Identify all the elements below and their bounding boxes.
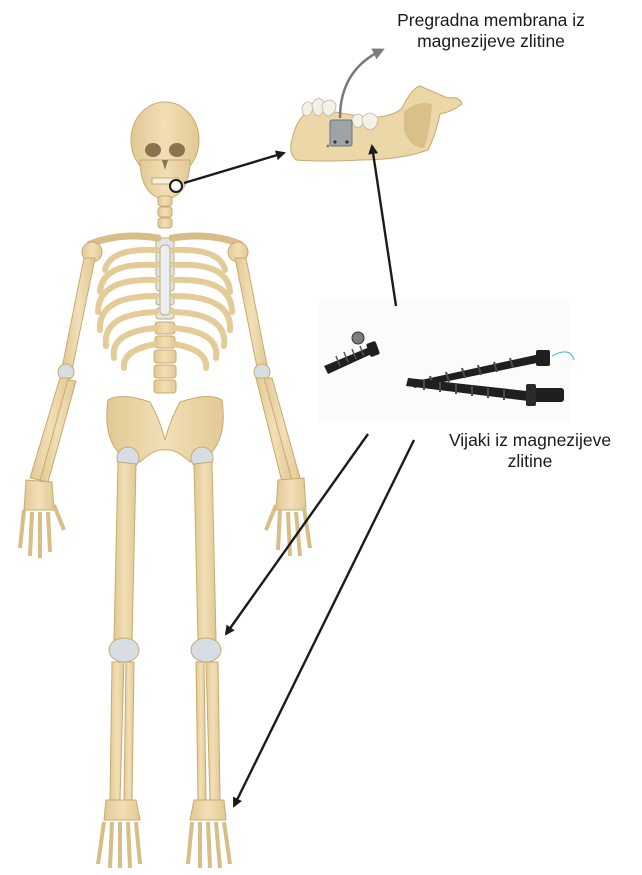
clavicle-right — [172, 236, 240, 244]
jaw-location-marker — [170, 180, 182, 192]
membrane-arrow — [340, 50, 382, 118]
arrow-skull-to-jaw — [184, 153, 284, 183]
screws-label-line1: Vijaki iz magnezijeve — [422, 430, 638, 451]
leg-left — [98, 462, 140, 868]
membrane-label-line1: Pregradna membrana iz — [360, 10, 622, 31]
arm-left — [20, 258, 95, 558]
screws-label: Vijaki iz magnezijeve zlitine — [422, 430, 638, 472]
screws-label-line2: zlitine — [422, 451, 638, 472]
membrane-label: Pregradna membrana iz magnezijeve zlitin… — [360, 10, 622, 52]
membrane-label-line2: magnezijeve zlitine — [360, 31, 622, 52]
arm-right — [235, 258, 310, 556]
clavicle-left — [90, 236, 158, 244]
arrow-screws-to-jaw — [372, 146, 396, 306]
mandible-icon — [291, 86, 462, 161]
arrow-screws-to-knee — [226, 434, 368, 634]
bone-screws-icon — [318, 300, 574, 422]
sternum — [160, 245, 170, 315]
skull — [131, 102, 199, 200]
pelvis — [107, 396, 224, 469]
leg-right — [188, 462, 230, 868]
human-skeleton-icon — [20, 102, 310, 868]
magnesium-membrane — [330, 120, 352, 146]
